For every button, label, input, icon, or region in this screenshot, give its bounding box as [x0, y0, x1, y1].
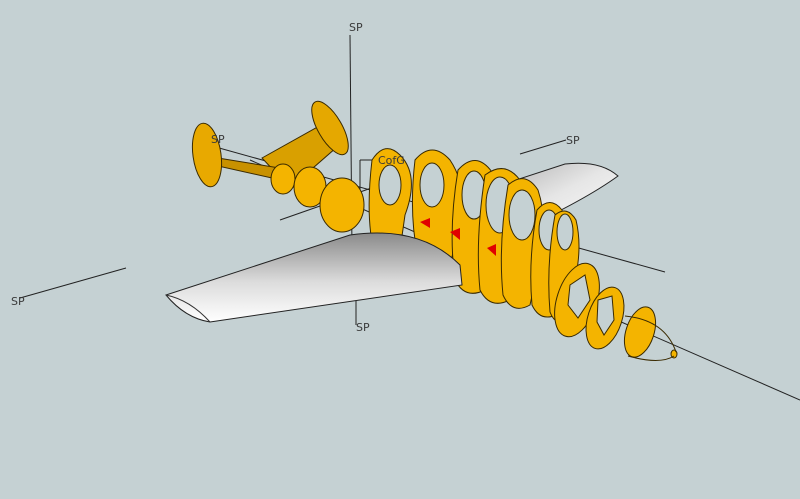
section-plane-guides: [19, 34, 800, 401]
section-plane-label-right[interactable]: SP: [566, 134, 580, 147]
center-of-gravity-label: CofG: [378, 154, 405, 167]
section-plane-label-bottom[interactable]: SP: [356, 321, 370, 334]
section-plane-label-tail[interactable]: SP: [211, 133, 225, 146]
section-plane-label-top[interactable]: SP: [349, 21, 363, 34]
left-wing: [165, 232, 463, 323]
servo-markers: [420, 218, 496, 256]
section-plane-label-left[interactable]: SP: [11, 295, 25, 308]
fuselage-formers: [270, 148, 678, 361]
